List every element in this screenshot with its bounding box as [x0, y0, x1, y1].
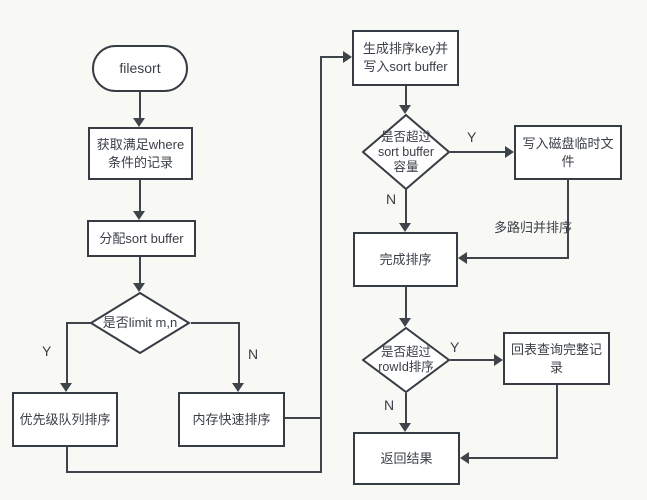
edge-label-limit-yes: Y — [42, 343, 52, 359]
arrowhead — [133, 211, 145, 220]
arrowhead — [460, 452, 469, 464]
diamond-shape — [362, 327, 450, 393]
arrowhead — [133, 283, 145, 292]
edge-label-rowid-no: N — [384, 397, 395, 413]
decision-limit-mn-label: 是否limit m,n — [102, 315, 178, 331]
connector-alloc-limit — [139, 257, 141, 284]
node-return-result: 返回结果 — [353, 432, 460, 485]
node-priority-queue-sort: 优先级队列排序 — [12, 392, 118, 447]
node-fetch-where-records: 获取满足where 条件的记录 — [88, 127, 193, 180]
connector-loop-vertical — [320, 56, 322, 473]
connector-tempfile-down — [567, 180, 569, 259]
connector-buffer-no — [405, 188, 407, 224]
edge-label-buffer-yes: Y — [467, 129, 477, 145]
connector-limit-no-v — [238, 322, 240, 384]
connector-genkey-bufferdec — [405, 86, 407, 106]
connector-buffer-yes — [450, 151, 505, 153]
arrowhead — [133, 118, 145, 127]
edge-label-limit-no: N — [248, 346, 259, 362]
connector-loop-bottom — [66, 471, 322, 473]
arrowhead — [505, 146, 514, 158]
connector-filesort-fetch — [139, 92, 141, 119]
node-filesort: filesort — [92, 45, 188, 92]
connector-limit-no-h — [191, 322, 240, 324]
edge-label-rowid-yes: Y — [450, 339, 460, 355]
decision-limit-mn: 是否limit m,n — [89, 292, 191, 354]
connector-priority-queue-down — [66, 447, 68, 473]
connector-rowid-no — [405, 393, 407, 424]
node-generate-sort-key: 生成排序key并 写入sort buffer — [352, 30, 459, 86]
arrowhead — [399, 423, 411, 432]
node-back-to-table-query: 回表查询完整记 录 — [503, 332, 610, 385]
arrowhead — [399, 105, 411, 114]
node-memory-quick-sort: 内存快速排序 — [178, 392, 285, 447]
edge-label-buffer-no: N — [386, 191, 397, 207]
connector-loop-top — [320, 56, 344, 58]
node-allocate-sort-buffer: 分配sort buffer — [87, 220, 196, 257]
arrowhead — [343, 51, 352, 63]
connector-tempfile-left — [467, 257, 569, 259]
arrowhead — [60, 383, 72, 392]
decision-rowid-sort-label: 是否超过 rowId排序 — [378, 345, 434, 374]
connector-rowid-yes — [450, 359, 496, 361]
connector-quicksort-right — [285, 417, 322, 419]
arrowhead — [458, 252, 467, 264]
decision-exceed-sort-buffer: 是否超过 sort buffer 容量 — [362, 114, 450, 190]
node-finish-sort: 完成排序 — [353, 232, 458, 287]
connector-fetch-alloc — [139, 180, 141, 212]
connector-backtable-down — [556, 385, 558, 459]
diamond-shape — [89, 292, 191, 354]
arrowhead — [399, 318, 411, 327]
node-write-disk-temp-file: 写入磁盘临时文 件 — [514, 125, 622, 180]
connector-limit-yes-v — [66, 322, 68, 384]
edge-label-multiway-merge-sort: 多路归并排序 — [494, 220, 573, 235]
connector-finish-rowiddec — [405, 287, 407, 319]
connector-limit-yes-h — [66, 322, 91, 324]
decision-rowid-sort: 是否超过 rowId排序 — [362, 327, 450, 393]
arrowhead — [399, 223, 411, 232]
decision-exceed-sort-buffer-label: 是否超过 sort buffer 容量 — [377, 129, 435, 174]
arrowhead — [232, 383, 244, 392]
connector-backtable-left — [469, 457, 558, 459]
arrowhead — [494, 354, 503, 366]
